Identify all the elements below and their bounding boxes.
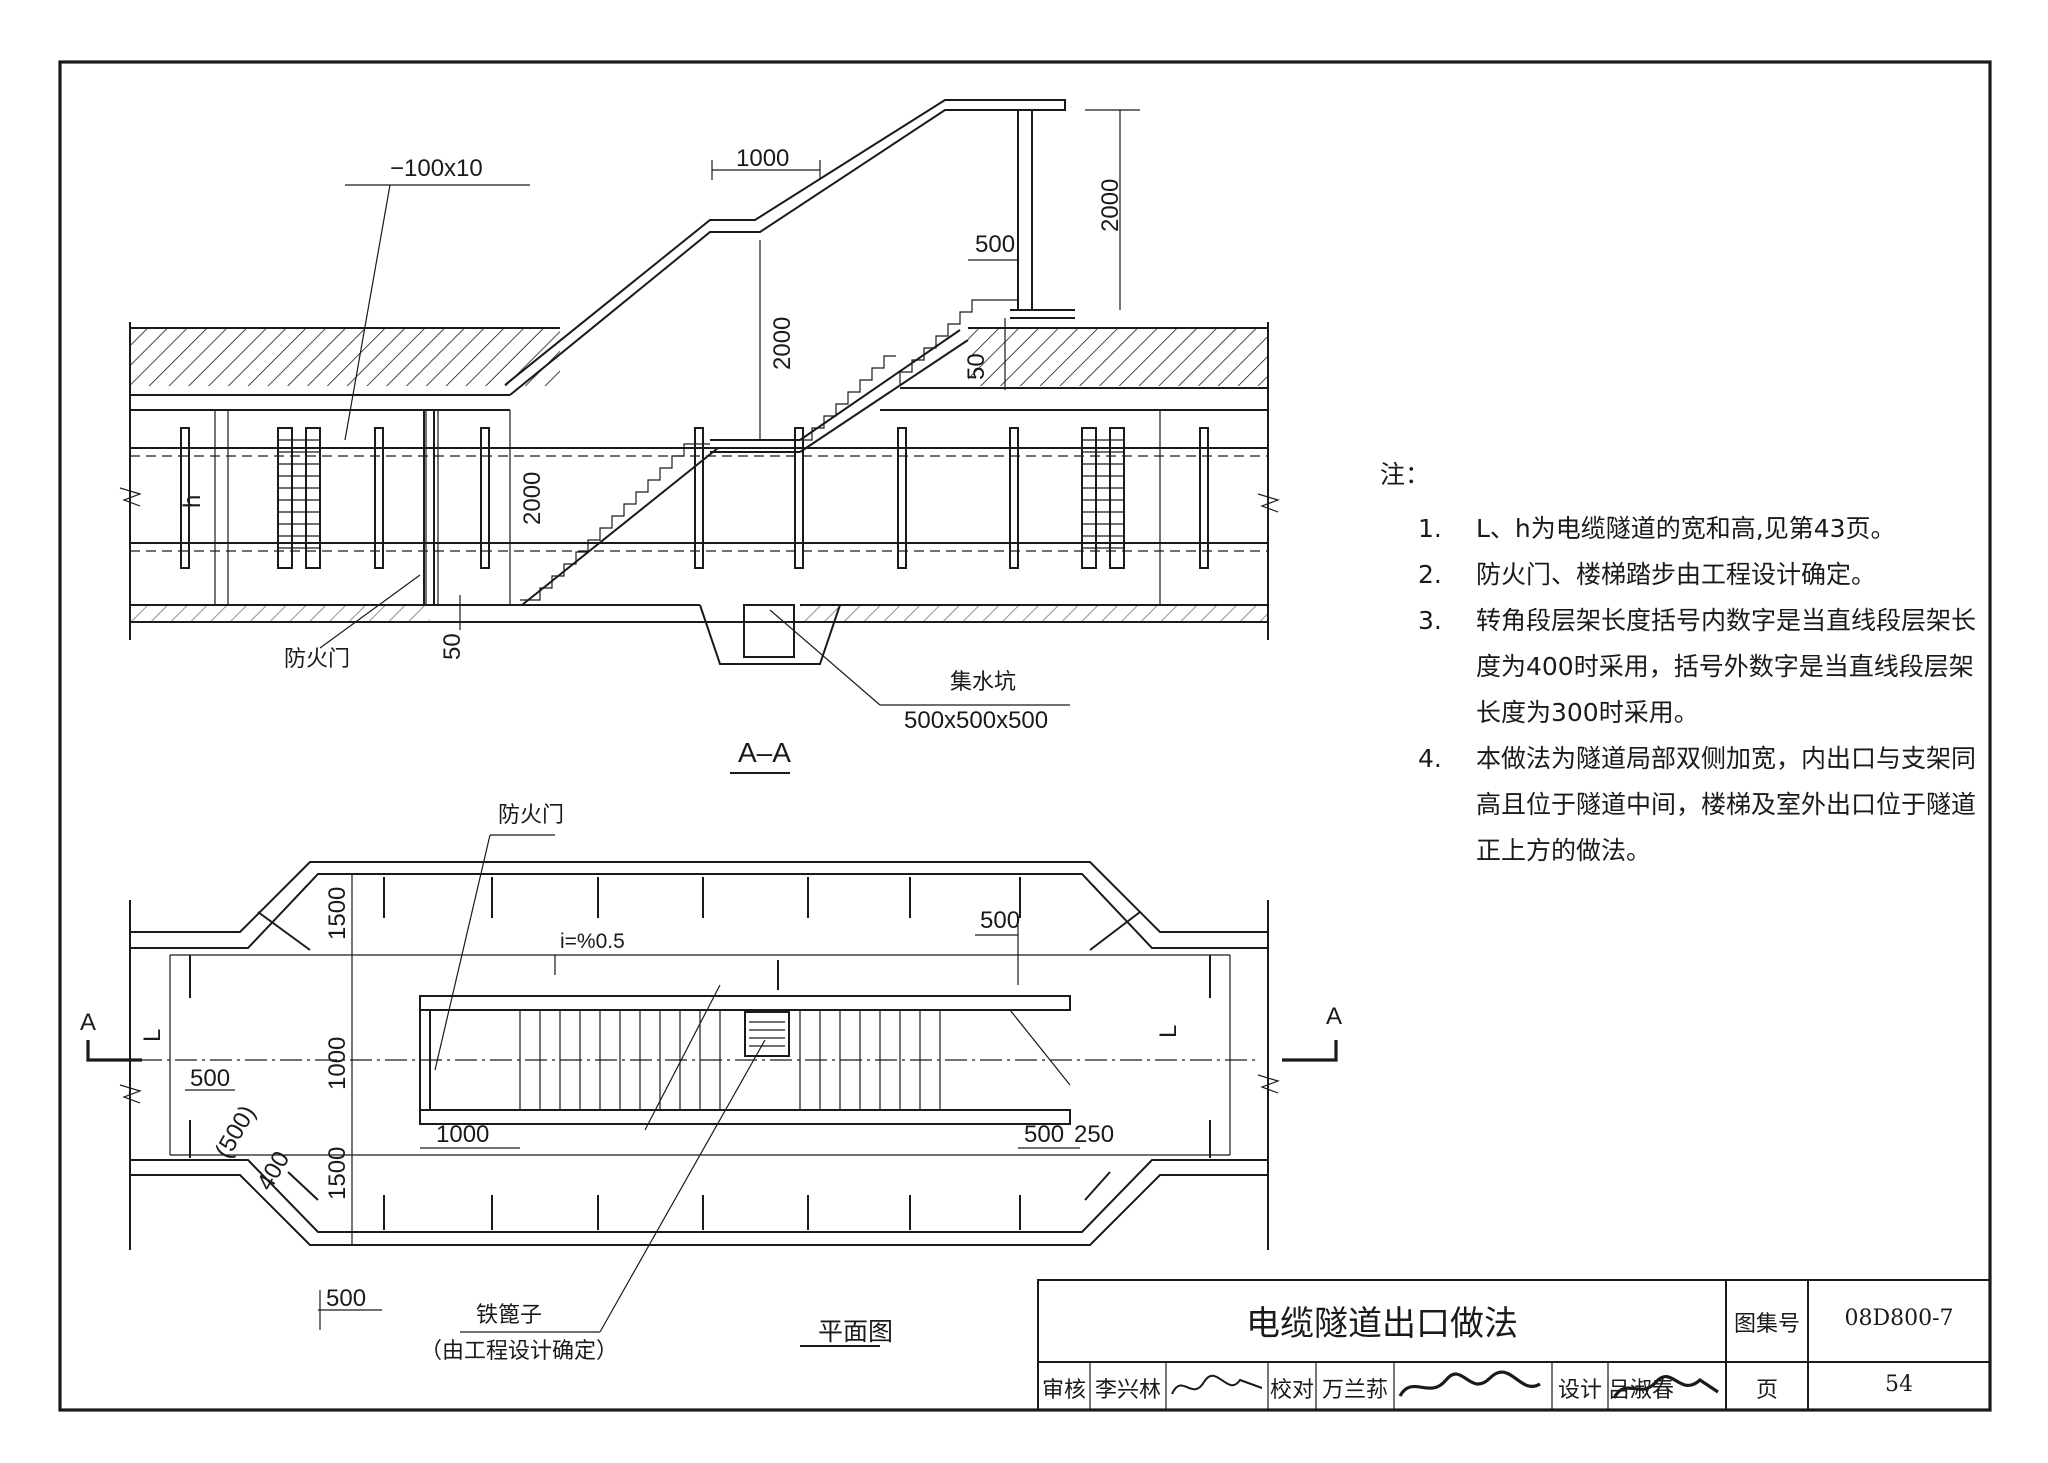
section-a-a xyxy=(119,99,1280,774)
plan-outer-wall-bottom xyxy=(130,1174,1268,1246)
dim-1500-top: 1500 xyxy=(324,887,351,940)
tunnel-width-L-left: L xyxy=(139,1029,166,1042)
plan-outer-wall-top xyxy=(130,861,1268,933)
dim-500-bottom-left: 500 xyxy=(326,1285,366,1312)
plan-view xyxy=(86,834,1338,1347)
notes-heading: 注： xyxy=(1380,460,1431,489)
dim-500-paren: (500) xyxy=(210,1101,261,1163)
sump-pit xyxy=(699,604,841,665)
section-title: A–A xyxy=(738,737,791,768)
reviewer-signature xyxy=(1171,1374,1263,1395)
tunnel-height-h: h xyxy=(179,495,206,508)
note-text: 防火门、楼梯踏步由工程设计确定。 xyxy=(1476,560,1877,589)
design-label: 设计 xyxy=(1557,1378,1602,1403)
check-label: 校对 xyxy=(1269,1378,1314,1403)
dim-1000-bottom: 1000 xyxy=(436,1121,489,1148)
cage-note: （由工程设计确定） xyxy=(420,1339,618,1364)
section-mark-A-right: A xyxy=(1326,1003,1342,1030)
sheet-frame xyxy=(58,60,1992,1412)
dim-500-section: 500 xyxy=(975,231,1015,258)
tunnel-width-L-right: L xyxy=(1155,1025,1182,1038)
title-block-lines xyxy=(1037,1279,1991,1411)
stair-opening-bottom xyxy=(419,1109,1071,1125)
dim-1000-mid: 1000 xyxy=(324,1037,351,1090)
dim-1000-top: 1000 xyxy=(736,145,789,172)
note-text: 本做法为隧道局部双侧加宽，内出口与支架同高且位于隧道中间，楼梯及室外出口位于隧道… xyxy=(1476,744,1977,865)
atlas-number: 08D800-7 xyxy=(1844,1306,1954,1331)
note-number: 3. xyxy=(1418,606,1442,635)
sump-size: 500x500x500 xyxy=(904,707,1048,734)
designer-signature xyxy=(1612,1375,1719,1399)
dim-50-right: 50 xyxy=(963,353,990,380)
dim-1500-bot: 1500 xyxy=(324,1147,351,1200)
plan-supports-top xyxy=(189,877,1211,998)
designer-name: 吕淑春 xyxy=(1608,1378,1675,1403)
plate-label: −100x10 xyxy=(390,155,483,182)
note-number: 2. xyxy=(1418,560,1442,589)
upper-stair-slab xyxy=(504,99,1066,396)
dim-500-bottom-right: 500 xyxy=(1024,1121,1064,1148)
fire-door-label-plan: 防火门 xyxy=(498,803,564,828)
note-text: 转角段层架长度括号内数字是当直线段层架长度为400时采用，括号外数字是当直线段层… xyxy=(1476,606,1977,727)
ground-hatch-left xyxy=(130,328,560,386)
note-number: 4. xyxy=(1418,744,1442,773)
checker-name: 万兰荪 xyxy=(1321,1378,1388,1403)
dim-250: 250 xyxy=(1074,1121,1114,1148)
dim-500-left: 500 xyxy=(190,1065,230,1092)
page-number: 54 xyxy=(1885,1372,1913,1397)
note-item: 4. 本做法为隧道局部双侧加宽，内出口与支架同高且位于隧道中间，楼梯及室外出口位… xyxy=(1380,736,1980,874)
page-label: 页 xyxy=(1755,1378,1778,1403)
cable-supports-section xyxy=(180,427,1209,569)
note-item: 2. 防火门、楼梯踏步由工程设计确定。 xyxy=(1380,552,1980,598)
upper-steps xyxy=(899,299,985,385)
dim-50-left: 50 xyxy=(439,633,466,660)
fire-door-label-section: 防火门 xyxy=(284,647,350,672)
slope-label: i=%0.5 xyxy=(560,930,625,953)
notes-block: 注： 1. L、h为电缆隧道的宽和高,见第43页。 2. 防火门、楼梯踏步由工程… xyxy=(1380,452,1980,874)
note-text: L、h为电缆隧道的宽和高,见第43页。 xyxy=(1476,514,1896,543)
stair-opening-top xyxy=(419,995,1071,1011)
sump-label: 集水坑 xyxy=(950,670,1016,695)
section-marker-left xyxy=(86,1040,142,1062)
plan-supports-bottom xyxy=(189,1120,1211,1230)
section-mark-A-left: A xyxy=(80,1009,96,1036)
cage-label: 铁篦子 xyxy=(476,1303,542,1328)
atlas-label: 图集号 xyxy=(1733,1312,1800,1337)
dim-500-top-right: 500 xyxy=(980,907,1020,934)
note-item: 3. 转角段层架长度括号内数字是当直线段层架长度为400时采用，括号外数字是当直… xyxy=(1380,598,1980,736)
lower-steps xyxy=(520,443,710,601)
dim-2000-left: 2000 xyxy=(519,472,546,525)
reviewer-name: 李兴林 xyxy=(1094,1378,1161,1403)
dim-400: 400 xyxy=(252,1147,295,1195)
dim-2000-mid: 2000 xyxy=(769,317,796,370)
ground-hatch-right xyxy=(968,328,1268,386)
dim-2000-top-right: 2000 xyxy=(1097,179,1124,232)
iron-grate xyxy=(744,1011,790,1057)
checker-signature xyxy=(1398,1370,1541,1397)
drawing-title: 电缆隧道出口做法 xyxy=(1246,1304,1518,1344)
plan-title: 平面图 xyxy=(818,1317,893,1346)
note-item: 1. L、h为电缆隧道的宽和高,见第43页。 xyxy=(1380,506,1980,552)
mid-stair-slab xyxy=(799,329,961,441)
section-marker-right xyxy=(1282,1040,1338,1062)
note-number: 1. xyxy=(1418,514,1442,543)
review-label: 审核 xyxy=(1041,1378,1086,1403)
exit-wall xyxy=(1017,109,1033,311)
